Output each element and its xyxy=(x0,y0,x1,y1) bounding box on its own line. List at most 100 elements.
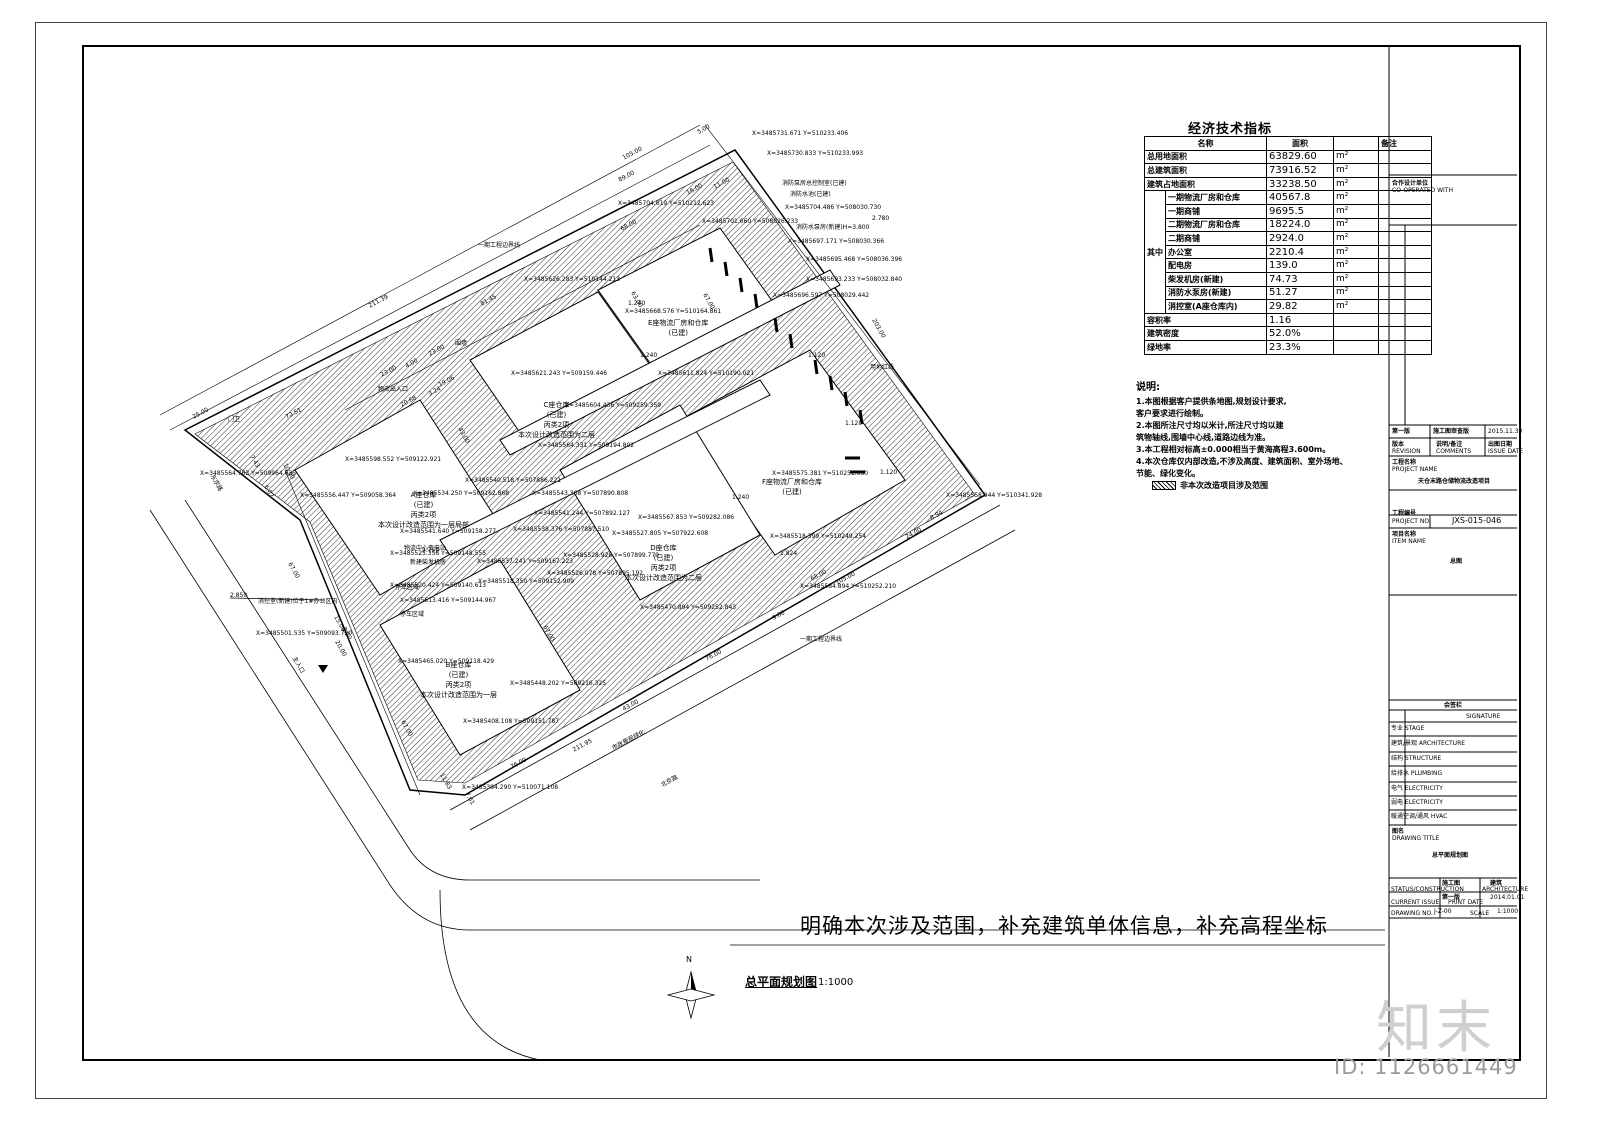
building-b xyxy=(379,559,581,756)
elevation-label: 2.750 xyxy=(422,547,440,554)
tb-item-en: ITEM NAME xyxy=(1392,538,1426,545)
red-line-label: 用地红线 xyxy=(870,364,895,371)
tb-discipline: 结构 STRUCTURE xyxy=(1391,755,1442,762)
phase1-boundary-label-2: 一期工程边界线 xyxy=(800,636,843,643)
parking-area-label-1: 停车区域 xyxy=(395,584,420,591)
building-f-label: F座物流厂房和仓库(已建) xyxy=(762,478,823,496)
coord-label: X=3485520.424 Y=509140.613 xyxy=(390,582,487,589)
coord-label: X=3485668.576 Y=510164.861 xyxy=(625,308,722,315)
tb-rev-hdr-b-en: COMMENTS xyxy=(1436,448,1472,455)
coord-label: X=3485621.243 Y=509159.446 xyxy=(511,370,608,377)
legend-row: 非本次改造项目涉及范围 xyxy=(1152,480,1348,492)
tb-rev-hdr-b: 说明/备注 xyxy=(1436,441,1463,448)
fire-pool-label: 消防水池(已建) xyxy=(790,191,831,198)
note-line: 客户要求进行绘制。 xyxy=(1136,409,1208,418)
header-note: 备注 xyxy=(1378,136,1432,151)
coord-label: X=3485704.619 Y=510212.623 xyxy=(618,200,715,207)
dim-label: 2.850 xyxy=(230,592,248,599)
coord-label: X=3485731.671 Y=510233.406 xyxy=(752,130,849,137)
logistics-entrance-label: 物流出入口 xyxy=(378,386,409,393)
note-line: 2.本图所注尺寸均以米计,所注尺寸均以建 xyxy=(1136,421,1284,430)
parking-area-label-2: 停车区域 xyxy=(400,611,425,618)
watermark-id: ID: 1126661449 xyxy=(1334,1055,1518,1079)
coord-label: X=3485556.447 Y=509058.364 xyxy=(300,492,397,499)
tb-project-no-en: PROJECT NO. xyxy=(1392,518,1431,525)
surrounding-roads xyxy=(149,499,1385,1061)
coord-label: X=3485611.824 Y=510190.021 xyxy=(658,370,755,377)
coord-label: X=3485408.108 Y=509151.787 xyxy=(463,718,560,725)
wall-label-1: 围墙 xyxy=(455,340,468,347)
coord-label: X=3485598.552 Y=509122.921 xyxy=(345,456,442,463)
tb-scale-en: SCALE xyxy=(1470,910,1490,917)
tb-sign-en: SIGNATURE xyxy=(1466,713,1501,720)
tb-discipline-name: 建筑 xyxy=(1490,880,1503,887)
tb-issue-en: CURRENT ISSUE xyxy=(1391,899,1440,906)
dimension-lines xyxy=(159,124,981,796)
coord-label: X=3485525.356 Y=509148.555 xyxy=(390,550,487,557)
tb-drawing-no: J-Z-00 xyxy=(1434,908,1452,915)
tb-discipline: 弱电 ELECTRICITY xyxy=(1391,799,1443,806)
tb-dtitle: 总平面规划图 xyxy=(1432,852,1469,859)
road-strip-1 xyxy=(439,379,771,556)
note-line: 3.本工程相对标高±0.000相当于黄海高程3.600m。 xyxy=(1136,445,1331,454)
building-c-label: C座仓库(已建)丙类2项本次设计改造范围为二层 xyxy=(518,401,595,439)
hatch-legend-icon xyxy=(1152,481,1176,490)
tb-rev-hdr-c-en: ISSUE DATE xyxy=(1488,448,1524,455)
coord-label: X=3485541.640 Y=509158.277 xyxy=(400,528,497,535)
tb-item-name: 总图 xyxy=(1450,558,1463,565)
tb-rev-hdr-a-en: REVISION xyxy=(1392,448,1421,455)
tb-dtitle-en: DRAWING TITLE xyxy=(1392,835,1440,842)
coord-label: X=3485693.233 Y=508032.840 xyxy=(806,276,903,283)
gatehouse-label: 门卫 xyxy=(228,416,241,423)
tech-indicators-title: 经济技术指标 xyxy=(1188,122,1273,137)
elevation-label: 1.120 xyxy=(880,469,898,476)
tb-sign-title: 会签栏 xyxy=(1444,702,1463,709)
coord-label: X=3485543.368 Y=507890.808 xyxy=(532,490,629,497)
building-d xyxy=(559,404,761,601)
tb-project-label: 工程名称 xyxy=(1392,459,1417,466)
tb-cooperated: 合作设计单位 xyxy=(1392,180,1429,187)
tb-rev-hdr-a: 版本 xyxy=(1392,441,1405,448)
building-d-label: D座仓库(已建)丙类2项本次设计改造范围为二层 xyxy=(625,544,702,582)
tb-discipline-en: ARCHITECTURE xyxy=(1482,886,1529,893)
table-header-row: 名称 面积 备注 xyxy=(1144,136,1432,151)
building-b-label: B座仓库(已建)丙类2项本次设计改造范围为一层 xyxy=(420,661,497,699)
coord-label: X=3485537.241 Y=509167.223 xyxy=(477,558,574,565)
coord-label: X=3485564.763 Y=509964.635 xyxy=(200,470,297,477)
dim-label: 2.780 xyxy=(872,215,890,222)
coord-label: X=3485604.436 Y=509259.359 xyxy=(565,402,662,409)
side-label: 其中 xyxy=(1144,190,1166,314)
north-label: N xyxy=(686,955,692,964)
coord-label: X=3485695.468 Y=508036.396 xyxy=(806,256,903,263)
coord-label: X=3485538.376 Y=507887.510 xyxy=(513,526,610,533)
tb-print-date-en: PRINT DATE xyxy=(1448,899,1484,906)
header-name: 名称 xyxy=(1144,136,1267,151)
site-boundary xyxy=(183,149,987,796)
tb-stage-en: STATUS/CONSTRUCTION xyxy=(1391,886,1464,893)
fire-control-room-label: 消控室(新建)位于1#办公区内 xyxy=(258,598,338,605)
revision-remark: 明确本次涉及范围，补充建筑单体信息，补充高程坐标 xyxy=(800,914,1328,938)
coord-label: X=3485394.290 Y=510071.108 xyxy=(462,784,559,791)
tb-issue: 第一版 xyxy=(1442,894,1461,901)
coord-label: X=3485567.853 Y=509282.086 xyxy=(638,514,735,521)
note-line: 4.本次仓库仅内部改造,不涉及高度、建筑面积、室外场地、 xyxy=(1136,457,1348,466)
parking-bays xyxy=(708,247,865,474)
tb-rev-no: 第一版 xyxy=(1392,428,1411,435)
coord-label: X=3485470.894 Y=509252.843 xyxy=(640,604,737,611)
fire-pump-room-label: 消防水泵房(新建)H=3.800 xyxy=(796,224,870,231)
coord-label: X=3485534.250 Y=509162.868 xyxy=(413,490,510,497)
tb-project-label-en: PROJECT NAME xyxy=(1392,466,1438,473)
tb-project-no-label: 工程编号 xyxy=(1392,510,1417,517)
tb-print-date: 2014.01.01 xyxy=(1490,894,1525,901)
coord-label: X=3485465.020 Y=509118.429 xyxy=(398,658,495,665)
road-strip-2 xyxy=(499,269,841,456)
tb-rev-hdr-c: 出图日期 xyxy=(1488,441,1513,448)
coord-label: X=3485696.597 Y=508029.442 xyxy=(773,292,870,299)
